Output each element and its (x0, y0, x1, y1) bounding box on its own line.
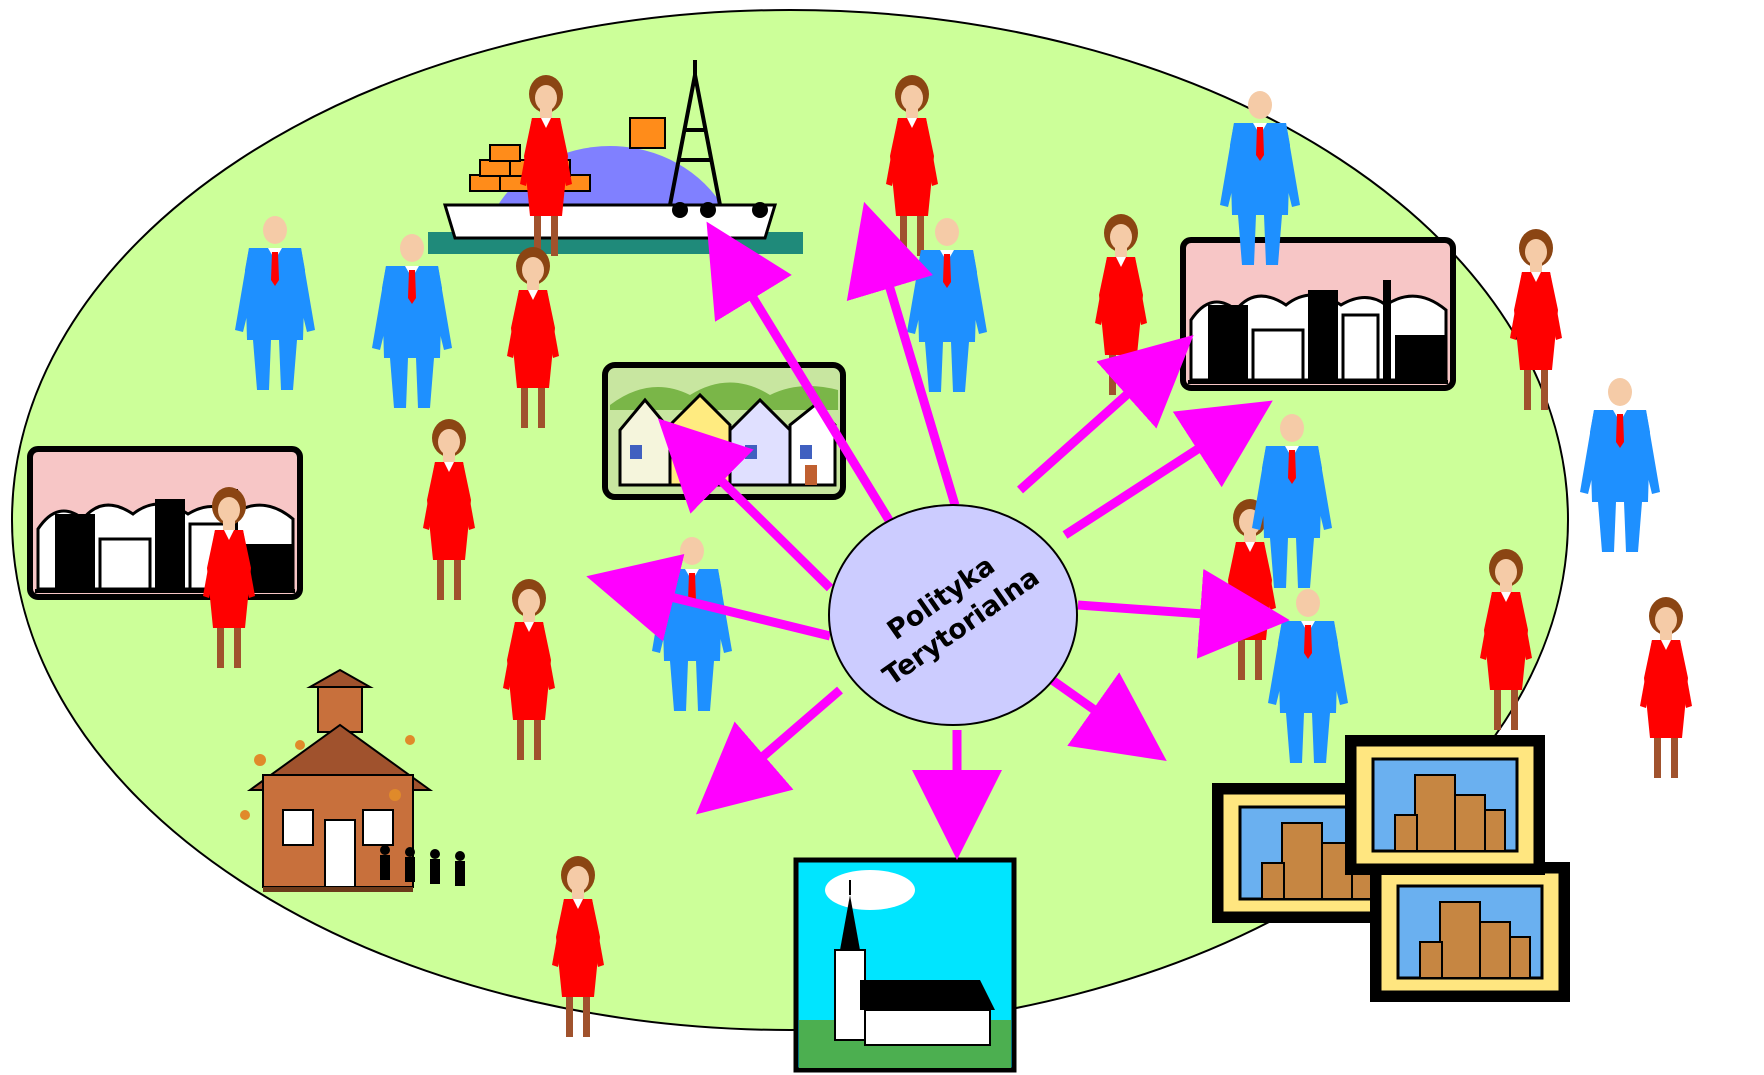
arrow-to-north (846, 201, 960, 507)
arrow-to-skyline-lower (1062, 400, 1273, 539)
woman-icon (1640, 597, 1692, 778)
arrow-to-west (586, 554, 832, 642)
schoolhouse-icon (240, 668, 465, 892)
arrow-to-east (1077, 568, 1290, 659)
city-skyline-icon (30, 449, 300, 597)
arrow-to-ship (706, 221, 899, 533)
policy-hub: Polityka Terytorialna (828, 504, 1078, 726)
arrow-to-old-town (657, 418, 834, 592)
city-skyline-icon (1183, 240, 1453, 388)
man-icon (1580, 378, 1660, 552)
hub-ellipse (828, 504, 1078, 726)
church-icon (793, 857, 1017, 1073)
arrow-to-skyline-upper (1017, 335, 1194, 494)
arrow-to-southwest (695, 686, 843, 815)
